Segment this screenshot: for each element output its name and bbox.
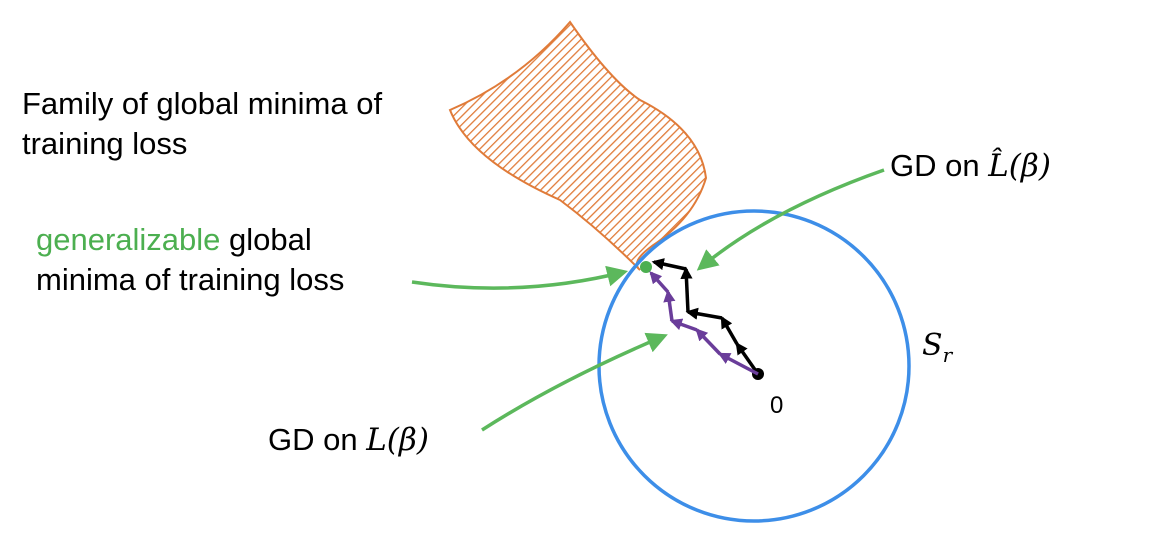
family-label-line2: training loss xyxy=(22,126,188,161)
generalizable-label: generalizable global minima of training … xyxy=(36,220,344,300)
arrow-gd-empirical xyxy=(696,168,885,271)
arrow-gd-population xyxy=(481,332,668,432)
gd-population-path xyxy=(649,271,759,376)
gd-empirical-label: GD on L̂(β) xyxy=(890,146,1051,186)
gd-population-label: GD on L(β) xyxy=(268,420,429,460)
gd-population-prefix: GD on xyxy=(268,422,367,457)
gd-empirical-path xyxy=(651,258,760,376)
generalizable-word: generalizable xyxy=(36,222,221,257)
sphere-label-sub: r xyxy=(942,343,953,367)
sphere-label-s: S xyxy=(922,328,943,363)
global-minima-region xyxy=(448,20,708,271)
origin-label: 0 xyxy=(770,386,783,426)
generalizable-minimum-dot xyxy=(640,261,652,273)
gd-empirical-prefix: GD on xyxy=(890,148,989,183)
sphere-label: Sr xyxy=(922,326,952,375)
family-label-line1: Family of global minima of xyxy=(22,86,383,121)
gd-empirical-math: L̂(β) xyxy=(988,148,1051,184)
generalizable-rest: global xyxy=(220,222,312,257)
generalizable-line2: minima of training loss xyxy=(36,262,345,297)
origin-label-text: 0 xyxy=(770,392,784,419)
gd-population-math: L(β) xyxy=(366,422,429,458)
family-label: Family of global minima of training loss xyxy=(22,84,382,164)
arrow-to-generalizable-minimum xyxy=(411,265,629,290)
